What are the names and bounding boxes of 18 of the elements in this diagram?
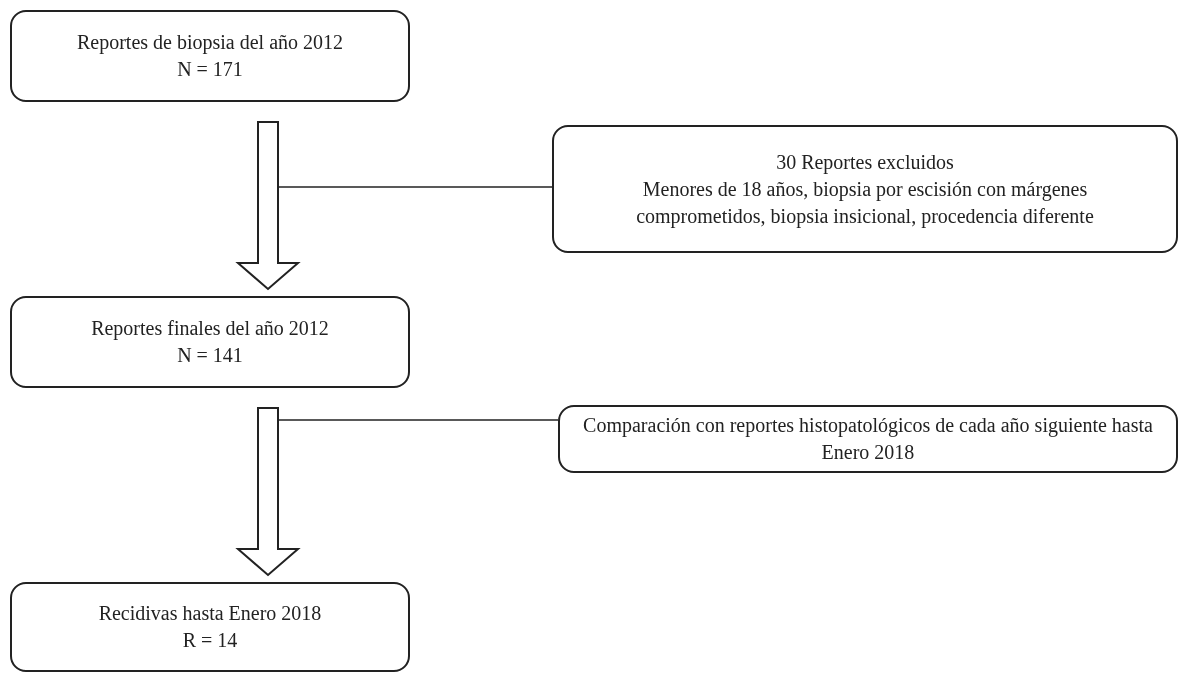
block-arrow (235, 407, 301, 577)
box-text: N = 171 (177, 57, 243, 82)
box-heading: 30 Reportes excluidos (776, 149, 954, 176)
box-heading: Reportes de biopsia del año 2012 (76, 30, 344, 56)
leader-line (277, 419, 559, 421)
process-box (10, 582, 410, 672)
box-text: R = 14 (182, 628, 238, 653)
process-box (552, 125, 1178, 253)
box-text: Comparación con reportes histopatológicos de cada año siguiente hasta Enero 2018 (583, 413, 1153, 465)
block-arrow (235, 121, 301, 291)
process-box (558, 405, 1178, 473)
box-text: N = 141 (177, 343, 243, 368)
leader-line (277, 186, 553, 188)
box-text: Menores de 18 años, biopsia por escisión con márgenes comprometidos, biopsia insicional, procedencia diferente (635, 176, 1095, 230)
box-heading: Reportes finales del año 2012 (91, 316, 329, 342)
process-box (10, 296, 410, 388)
process-box (10, 10, 410, 102)
box-heading: Recidivas hasta Enero 2018 (98, 601, 322, 626)
